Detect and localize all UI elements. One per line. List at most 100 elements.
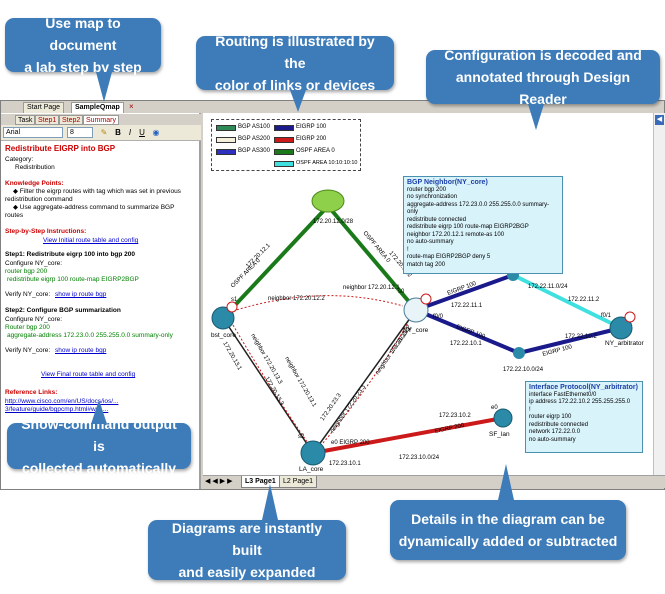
knowledge-head: Knowledge Points: [5,180,64,187]
router-sf-lan[interactable] [493,408,513,428]
kp1a: ◆ Filter the eigrp routes with tag which… [13,188,181,195]
lbl-arb: NY_arbitrator [605,340,644,347]
bgp-line: redistribute eigrp 100 route-map EIGRP2B… [407,224,529,230]
callout-details-tail [498,464,514,500]
tab-step1[interactable]: Step1 [35,115,60,125]
category-value: Redistribution [15,164,55,171]
legend-swatch-2 [216,149,236,155]
arrow-nb-3 [322,322,409,444]
bgp-line: neighbor 172.20.12.1 remote-as 100 [407,231,505,238]
lbl-f0: f0/1 [601,313,612,319]
lbl-n10: 172.22.10.0/24 [503,367,544,373]
link-cloud-ny[interactable] [326,204,418,312]
bgp-line: redistribute connected [407,216,467,223]
verify2-link[interactable]: show ip route bgp [55,347,107,354]
lbl-la-ip: 172.23.10.1 [329,461,361,467]
step-tabs: Task Step1 Step2 Summary [1,114,201,125]
format-toolbar: Arial 8 ✎ B I U ◉ [1,125,201,141]
arrow-nb-1 [232,295,404,312]
tab-task[interactable]: Task [15,115,36,125]
tab-sampleqmap[interactable]: SampleQmap [71,102,124,113]
link-ny-s2[interactable] [415,308,520,355]
legend-swatch-4 [274,137,294,143]
lbl-s1: s1 [231,297,238,303]
router-bst-core[interactable] [211,301,238,330]
view-initial-link[interactable]: View Initial route table and config [43,237,139,244]
lbl-e0: e0 [491,405,498,411]
step1-head: Step1: Redistribute eigrp 100 into bgp 2… [5,251,136,258]
vertical-scrollbar[interactable]: ◀ [653,113,665,475]
lab-document: Redistribute EIGRP into BGP Category: Re… [3,143,197,487]
bgp-neighbor-box[interactable]: BGP Neighbor(NY_core) router bgp 200 no … [403,176,563,274]
lbl-n10-2: 172.22.10.2 [565,334,597,340]
router-ny-arbitrator[interactable] [609,311,636,340]
lbl-ospf2: OSPF AREA 0 [361,230,391,264]
underline-button[interactable]: U [139,128,145,137]
view-final-link[interactable]: View Final route table and config [41,371,136,378]
lbl-n11: 172.22.11.0/24 [528,284,568,290]
steps-head: Step-by-Step Instructions: [5,228,87,235]
tab-l2-page1[interactable]: L2 Page1 [279,476,317,488]
link-ny-s1[interactable] [415,273,514,312]
bgp-line: no synchronization [407,194,458,200]
bgp-box-title: BGP Neighbor(NY_core) [407,179,488,186]
cloud-icon[interactable] [311,189,345,213]
callout-map-step-line2: a lab step by step [24,59,142,75]
kp2b: routes [5,212,24,219]
router-la-core[interactable] [300,440,326,466]
legend-swatch-1 [216,137,236,143]
callout-show-cmd-line2: collected automatically [21,460,177,476]
panel-toggle-icon[interactable]: ◀ [655,115,664,125]
window-tabbar: Start Page SampleQmap × [1,101,201,113]
lbl-ip-bst: 172.20.12.1 [245,242,272,269]
legend-label-1: BGP AS200 [238,136,270,142]
color-icon[interactable]: ◉ [152,128,160,137]
diagram-canvas[interactable]: BGP AS100 BGP AS200 BGP AS300 EIGRP 100 … [203,113,653,475]
ref-link-1[interactable]: http://www.cisco.com/en/US/docs/ios/... [5,398,119,405]
link-s1-arb[interactable] [512,273,622,330]
link-s2-arb[interactable] [518,326,622,355]
lbl-nb4: neighbor 172.20.13.1 [283,356,317,409]
lbl-eigrp2: EIGRP 100 [455,324,486,340]
highlight-icon[interactable]: ✎ [100,128,108,137]
link-bst-la[interactable] [222,317,314,454]
cmd1a: router bgp 200 [5,268,48,275]
ref-link-2[interactable]: 3/feature/guide/bgpcmp.html#wp1... [5,406,109,413]
close-tab-icon[interactable]: × [129,102,134,111]
configure2: Configure NY_core: [5,316,63,323]
intf-line: router eigrp 100 [529,414,572,420]
page-nav-arrows-icon[interactable]: ◀◀▶▶ [205,478,235,485]
bgp-line: no auto-summary [407,239,454,245]
link-la-ny[interactable] [312,309,417,454]
callout-diagrams-line1: Diagrams are instantly built [171,520,323,558]
router-ny-core[interactable] [403,293,432,323]
tab-step2[interactable]: Step2 [59,115,84,125]
callout-map-step-line1: Use map to document [45,15,121,53]
callout-routing-line1: Routing is illustrated by the [215,33,375,71]
callout-details-line1: Details in the diagram can be [411,511,605,527]
bgp-line: router bgp 200 [407,186,447,193]
font-select[interactable]: Arial [3,127,63,138]
interface-protocol-box[interactable]: Interface Protocol(NY_arbitrator) interf… [525,381,643,453]
bgp-line: match tag 200 [407,261,446,268]
lbl-n10-1: 172.22.10.1 [450,341,482,347]
switch-2-icon[interactable] [513,347,525,359]
callout-routing-line2: color of links or devices [214,77,376,93]
verify1-link[interactable]: show ip route bgp [55,291,107,298]
lbl-s0: s0 [398,289,405,295]
tab-start-page[interactable]: Start Page [23,102,65,113]
kp1b: redistribution command [5,196,73,203]
intf-line: no auto-summary [529,436,576,443]
tab-summary[interactable]: Summary [83,115,119,125]
italic-button[interactable]: I [128,128,132,137]
callout-diagrams-line2: and easily expanded [178,564,316,580]
lbl-nb5: neighbor 172.20.23.3 [330,384,368,434]
link-bst-cloud[interactable] [221,204,330,320]
arrow-nb-2 [232,324,309,444]
bold-button[interactable]: B [115,128,121,137]
font-size-select[interactable]: 8 [67,127,93,138]
link-la-sf[interactable] [312,416,504,455]
callout-routing: Routing is illustrated by the color of li… [196,33,394,93]
callout-diagrams-tail [262,484,278,520]
